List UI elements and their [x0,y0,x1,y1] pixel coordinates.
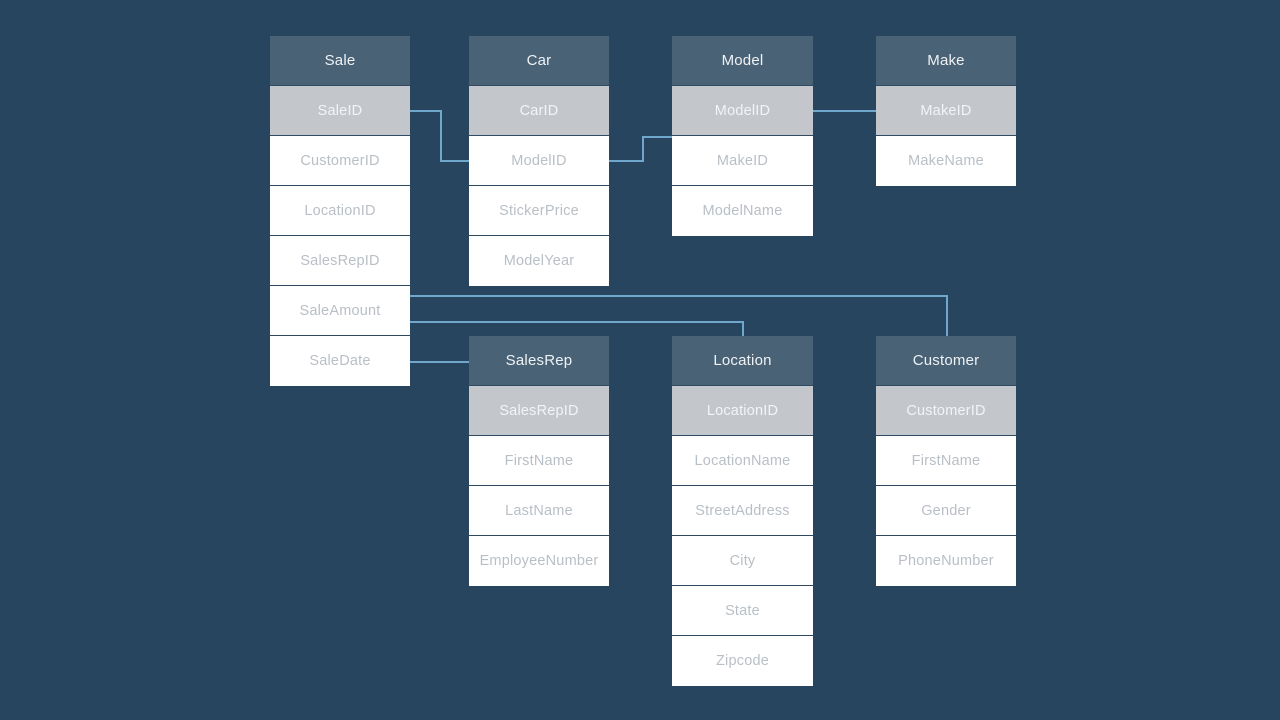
field-location-streetaddress[interactable]: StreetAddress [672,486,813,536]
field-sale-saleid[interactable]: SaleID [270,86,410,136]
entity-title-car: Car [469,36,609,86]
field-car-modelid[interactable]: ModelID [469,136,609,186]
connector-car-modelid-to-model-modelid [609,136,672,162]
field-customer-customerid[interactable]: CustomerID [876,386,1016,436]
field-salesrep-salesrepid[interactable]: SalesRepID [469,386,609,436]
connector-sale-locationid-to-location [410,321,744,336]
field-model-makeid[interactable]: MakeID [672,136,813,186]
field-car-carid[interactable]: CarID [469,86,609,136]
field-car-modelyear[interactable]: ModelYear [469,236,609,286]
field-customer-gender[interactable]: Gender [876,486,1016,536]
field-car-stickerprice[interactable]: StickerPrice [469,186,609,236]
field-sale-customerid[interactable]: CustomerID [270,136,410,186]
field-salesrep-employeenumber[interactable]: EmployeeNumber [469,536,609,586]
entity-title-customer: Customer [876,336,1016,386]
field-salesrep-lastname[interactable]: LastName [469,486,609,536]
field-sale-locationid[interactable]: LocationID [270,186,410,236]
entity-title-location: Location [672,336,813,386]
field-customer-phonenumber[interactable]: PhoneNumber [876,536,1016,586]
field-location-zipcode[interactable]: Zipcode [672,636,813,686]
field-location-city[interactable]: City [672,536,813,586]
field-model-modelid[interactable]: ModelID [672,86,813,136]
field-location-locationid[interactable]: LocationID [672,386,813,436]
field-make-makename[interactable]: MakeName [876,136,1016,186]
field-sale-salesrepid[interactable]: SalesRepID [270,236,410,286]
entity-title-sale: Sale [270,36,410,86]
field-model-modelname[interactable]: ModelName [672,186,813,236]
field-make-makeid[interactable]: MakeID [876,86,1016,136]
field-sale-saledate[interactable]: SaleDate [270,336,410,386]
field-location-state[interactable]: State [672,586,813,636]
entity-title-salesrep: SalesRep [469,336,609,386]
field-sale-saleamount[interactable]: SaleAmount [270,286,410,336]
entity-title-model: Model [672,36,813,86]
field-location-locationname[interactable]: LocationName [672,436,813,486]
connector-car-modelid-to-sale-saleid [410,110,469,162]
entity-title-make: Make [876,36,1016,86]
connector-sale-customerid-to-customer [410,295,948,336]
field-customer-firstname[interactable]: FirstName [876,436,1016,486]
field-salesrep-firstname[interactable]: FirstName [469,436,609,486]
